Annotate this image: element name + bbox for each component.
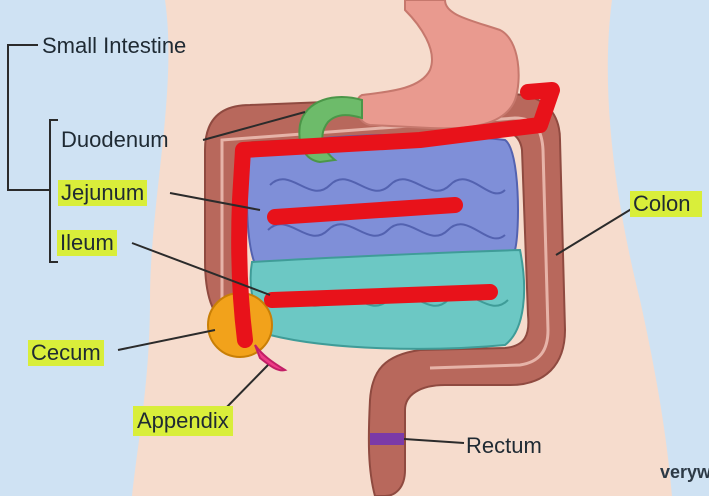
colon-inner-line — [220, 116, 550, 370]
rectum-band — [370, 433, 404, 445]
leader-colon — [555, 204, 639, 256]
jejunum-folds — [267, 178, 506, 240]
leader-ileum — [131, 242, 271, 296]
appendix-shape — [254, 344, 288, 372]
leader-appendix — [221, 364, 269, 413]
annotation-stroke-lower — [264, 284, 498, 308]
leader-duodenum — [202, 111, 306, 141]
annotation-stroke-upper — [231, 82, 560, 348]
label-duodenum: Duodenum — [61, 127, 169, 152]
leader-cecum — [117, 329, 216, 351]
annotation-stroke-middle — [267, 197, 463, 225]
label-colon: Colon — [630, 191, 703, 217]
label-ileum: Ileum — [57, 230, 117, 256]
stomach — [355, 0, 520, 130]
bracket-outer — [7, 44, 50, 191]
label-small-intestine: Small Intestine — [42, 33, 187, 58]
label-appendix: Appendix — [133, 406, 233, 436]
bracket-inner — [49, 119, 58, 263]
label-rectum: Rectum — [466, 433, 542, 458]
label-jejunum: Jejunum — [58, 180, 148, 206]
label-cecum: Cecum — [28, 340, 104, 366]
leader-jejunum — [169, 192, 261, 211]
leader-rectum — [403, 438, 465, 444]
watermark: veryw — [660, 462, 709, 482]
